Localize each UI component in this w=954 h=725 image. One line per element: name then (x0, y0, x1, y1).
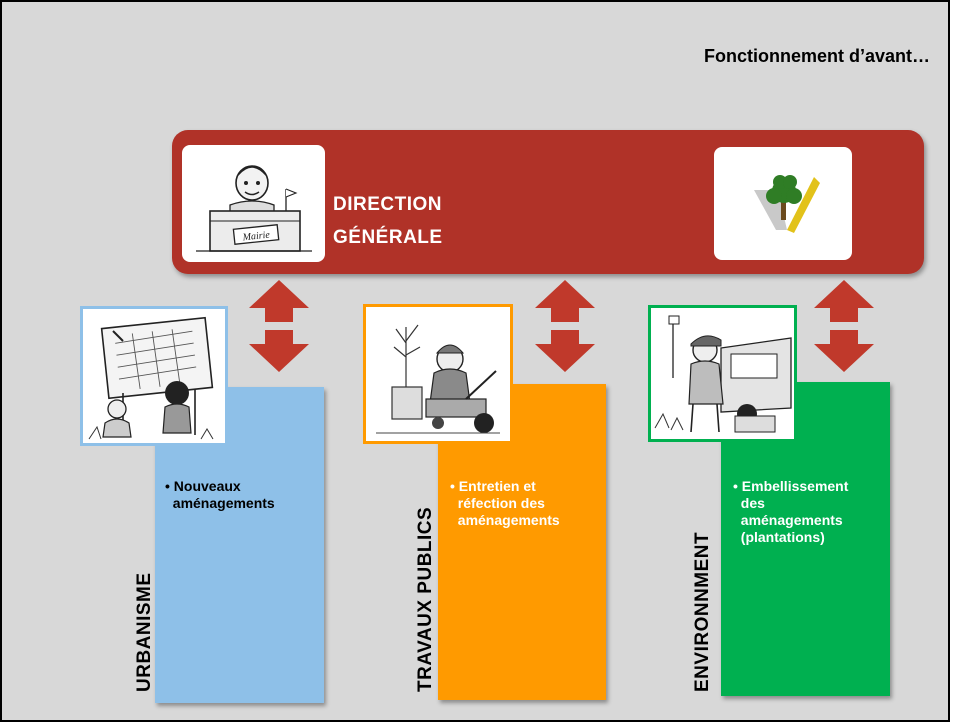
arrow-down-icon (535, 330, 595, 372)
arrow-up-icon (535, 280, 595, 322)
slide-title: Fonctionnement d’avant… (703, 46, 930, 66)
direction-generale-label: DIRECTION GÉNÉRALE (333, 188, 443, 254)
travaux-double-arrow (535, 280, 595, 372)
direction-label-line1: DIRECTION (333, 194, 442, 215)
environnement-double-arrow (814, 280, 874, 372)
arrow-up-icon (249, 280, 309, 322)
travaux-publics-illustration (363, 304, 513, 444)
urbanisme-double-arrow (249, 280, 309, 372)
urbanisme-bullet: • Nouveaux aménagements (165, 478, 275, 511)
city-logo (714, 147, 852, 260)
environnement-bullet: • Embellissement des aménagements (plant… (733, 478, 849, 545)
direction-label-line2: GÉNÉRALE (333, 227, 443, 248)
travaux-publics-bullet: • Entretien et réfection des aménagement… (450, 478, 560, 528)
mayor-illustration: Mairie (182, 145, 325, 262)
arrow-up-icon (814, 280, 874, 322)
environnement-label: ENVIRONNMENT (692, 531, 713, 692)
arrow-down-icon (249, 330, 309, 372)
urbanisme-illustration (80, 306, 228, 446)
urbanisme-label: URBANISME (134, 572, 155, 692)
arrow-down-icon (814, 330, 874, 372)
environnement-illustration (648, 305, 797, 442)
travaux-publics-label: TRAVAUX PUBLICS (415, 506, 436, 692)
svg-text:Mairie: Mairie (241, 230, 271, 244)
